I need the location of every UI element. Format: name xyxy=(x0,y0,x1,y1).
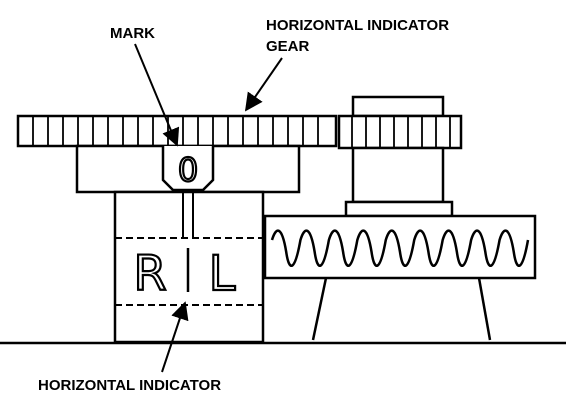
label-gear-line2: GEAR xyxy=(266,38,310,55)
rack-leg-right xyxy=(477,277,492,341)
worm-rack xyxy=(263,214,537,341)
worm-thread xyxy=(270,229,530,267)
label-horizontal-indicator: HORIZONTAL INDICATOR xyxy=(38,377,221,394)
mark-pointer: 0 xyxy=(161,146,215,192)
gear-teeth xyxy=(32,117,319,145)
label-mark: MARK xyxy=(110,25,155,42)
horizontal-indicator-gear xyxy=(16,114,338,148)
leader-mark xyxy=(134,43,180,147)
mark-numeral: 0 xyxy=(178,151,198,189)
label-gear-line1: HORIZONTAL INDICATOR xyxy=(266,17,449,34)
horizontal-indicator-drum: R L xyxy=(113,190,265,344)
scale-letter-r: R xyxy=(133,246,166,302)
leader-gear xyxy=(244,57,283,112)
leader-indicator xyxy=(161,301,189,373)
pinion-teeth xyxy=(351,117,451,147)
pinion-gear xyxy=(337,95,463,218)
scale-letter-l: L xyxy=(209,246,236,302)
rack-leg-left xyxy=(311,277,328,341)
